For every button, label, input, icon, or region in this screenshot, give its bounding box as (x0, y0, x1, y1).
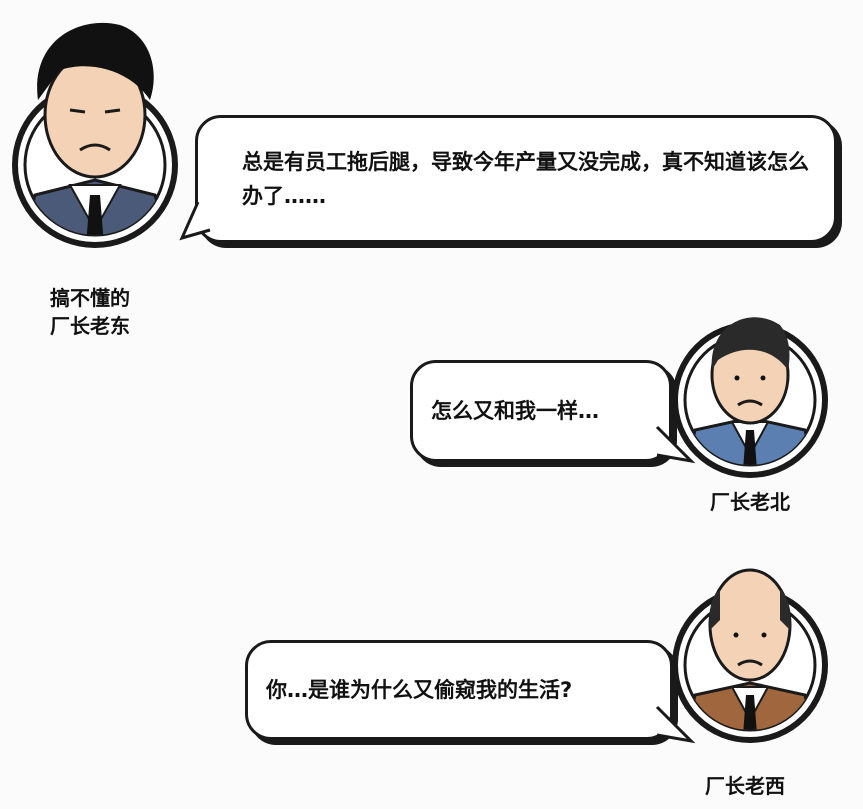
avatar-laoxi (672, 568, 828, 743)
speech-text: 你…是谁为什么又偷窥我的生活? (266, 678, 573, 702)
bubble-tail (179, 201, 211, 241)
bubble-tail (655, 705, 696, 744)
speech-bubble-laobei: 怎么又和我一样… (410, 360, 672, 462)
name-line: 厂长老北 (710, 490, 790, 514)
speech-text: 怎么又和我一样… (431, 399, 599, 423)
avatar-laobei (672, 317, 828, 478)
bubble-tail (655, 425, 696, 464)
speech-text: 总是有员工拖后腿，导致今年产量又没完成，真不知道该怎么办了…… (242, 150, 809, 208)
character-name-laodong: 搞不懂的 厂长老东 (50, 284, 130, 340)
character-name-laoxi: 厂长老西 (705, 772, 785, 800)
name-line: 搞不懂的 (50, 286, 130, 310)
character-name-laobei: 厂长老北 (710, 488, 790, 516)
name-line: 厂长老东 (50, 314, 130, 338)
speech-bubble-laodong: 总是有员工拖后腿，导致今年产量又没完成，真不知道该怎么办了…… (195, 115, 837, 243)
avatar-laodong (12, 22, 178, 248)
speech-bubble-laoxi: 你…是谁为什么又偷窥我的生活? (245, 640, 673, 740)
name-line: 厂长老西 (705, 774, 785, 798)
